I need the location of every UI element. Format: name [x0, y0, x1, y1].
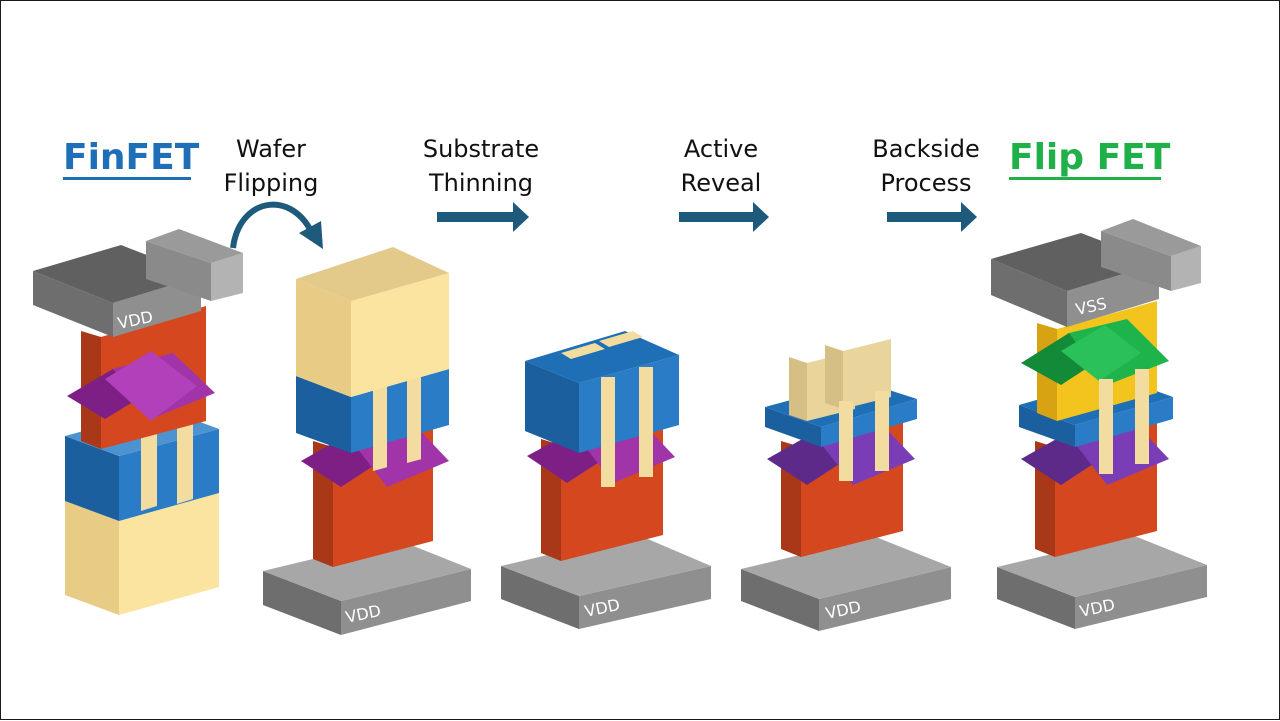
finfet-title-underline [63, 177, 191, 180]
revealed-device: VDD [741, 339, 951, 631]
arrow-right-icon-backside [887, 202, 977, 232]
curved-flip-arrow-icon [230, 201, 323, 249]
step-4-label-line1: Backside [872, 135, 979, 163]
finfet-title: FinFET [63, 137, 200, 178]
flipfet-title: Flip FET [1009, 137, 1171, 178]
step-2-label-line2: Thinning [428, 169, 533, 197]
step-2-label-line1: Substrate [423, 135, 539, 163]
finfet-device: VDD [33, 229, 243, 615]
step-1-label-line1: Wafer [236, 135, 306, 163]
thinned-device: VDD [501, 331, 711, 629]
step-4-label-line2: Process [880, 169, 971, 197]
flipped-device: VDD [263, 247, 471, 635]
flipfet-device: VDD VSS [991, 219, 1207, 629]
arrow-right-icon-substrate [437, 202, 529, 232]
step-1-label-line2: Flipping [224, 169, 319, 197]
flipfet-title-underline [1009, 177, 1161, 180]
step-3-label-line2: Reveal [681, 169, 762, 197]
step-3-label-line1: Active [684, 135, 758, 163]
arrow-right-icon-active [679, 202, 769, 232]
